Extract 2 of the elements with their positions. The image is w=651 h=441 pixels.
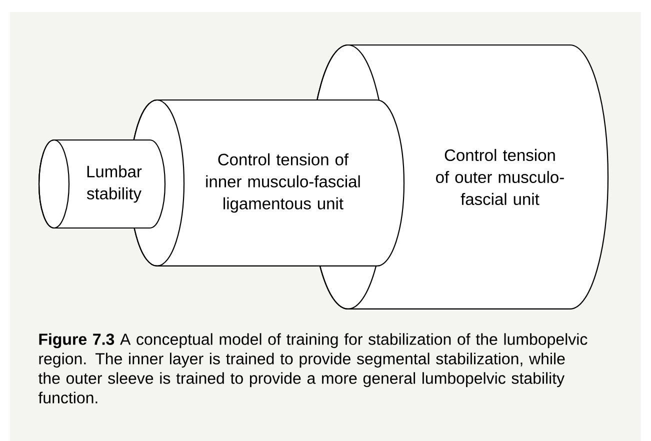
cylinder: Lumbar stability — [38, 139, 166, 229]
caption: Figure 7.3 A conceptual model of training for stabilization of the lumbopelvic region. The inner layer is trained to provide segmental stabilization, while the outer sleeve is trained to provide a more general lumbopelvic stability function. — [38, 333, 588, 404]
